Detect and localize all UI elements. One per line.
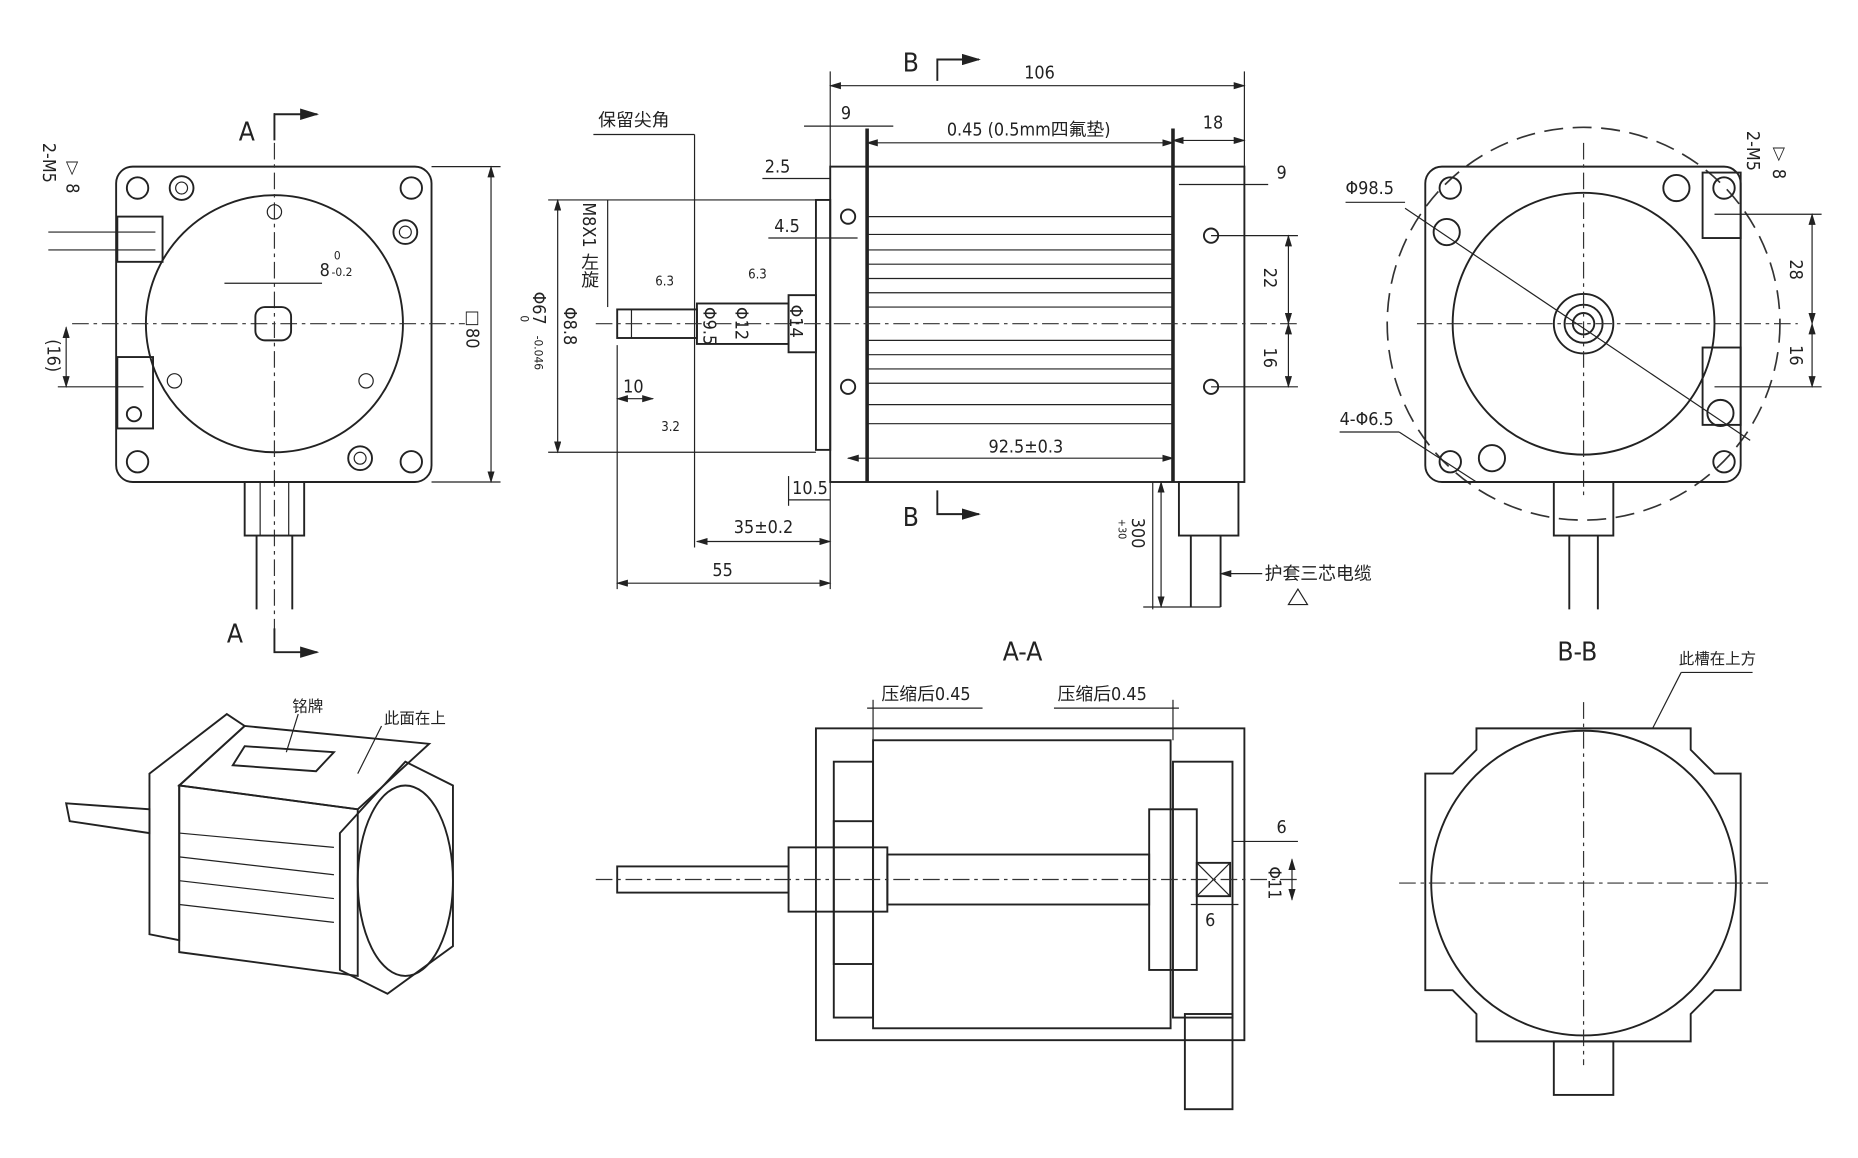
rear-depth-label: ▽ 8 bbox=[1768, 143, 1789, 179]
dim-2-5: 2.5 bbox=[765, 157, 791, 178]
dim-28: 28 bbox=[1785, 259, 1806, 279]
compress-note-2: 压缩后0.45 bbox=[1058, 684, 1147, 705]
side-view: B B 106 9 0.45 (0.5mm四氟垫) 18 2.5 4.5 9 2… bbox=[517, 48, 1372, 610]
cable-note: 护套三芯电缆 bbox=[1265, 564, 1372, 585]
this-side-up-label: 此面在上 bbox=[384, 710, 446, 728]
dia-9-5: Φ9.5 bbox=[698, 307, 719, 345]
dim-92-5: 92.5±0.3 bbox=[989, 436, 1064, 457]
square-80-label: □80 bbox=[461, 307, 482, 348]
section-b-b: B-B 此槽在上方 bbox=[1399, 638, 1769, 1096]
dim-4-5: 4.5 bbox=[774, 216, 800, 237]
pcd-label: Φ98.5 bbox=[1346, 178, 1394, 199]
dim-10-5: 10.5 bbox=[792, 478, 828, 499]
slot-width-label: 8 bbox=[320, 260, 330, 281]
section-b-top-label: B bbox=[903, 48, 919, 78]
roughness-2: 6.3 bbox=[748, 267, 767, 282]
section-a-top-label: A bbox=[239, 117, 255, 147]
dim-35: 35±0.2 bbox=[734, 517, 793, 538]
dim-18: 18 bbox=[1203, 113, 1223, 134]
rear-view: Φ98.5 4-Φ6.5 2-M5 ▽ 8 28 16 bbox=[1340, 126, 1822, 610]
slot-tol: -0.2 bbox=[332, 265, 353, 279]
hole-count-label: 4-Φ6.5 bbox=[1340, 409, 1394, 430]
slot-tol-top: 0 bbox=[334, 248, 341, 262]
pilot-dia: Φ67 bbox=[528, 292, 549, 325]
dim-16-label: (16) bbox=[43, 339, 64, 372]
cooling-fins bbox=[867, 216, 1173, 425]
roughness-3: 3.2 bbox=[661, 420, 680, 435]
dim-9-left: 9 bbox=[841, 103, 851, 124]
m5-label: 2-M5 bbox=[38, 143, 59, 183]
rear-m5-label: 2-M5 bbox=[1742, 131, 1763, 171]
dim-6-top: 6 bbox=[1277, 817, 1287, 838]
section-bb-title: B-B bbox=[1557, 638, 1597, 668]
dia-14: Φ14 bbox=[785, 305, 806, 338]
section-a-bottom-label: A bbox=[227, 620, 243, 650]
gasket-label: 0.45 (0.5mm四氟垫) bbox=[947, 120, 1111, 141]
mounting-holes bbox=[125, 175, 423, 474]
dim-10: 10 bbox=[623, 377, 643, 398]
dim-9-right: 9 bbox=[1277, 163, 1287, 184]
cable-length: 300 bbox=[1127, 518, 1148, 549]
roughness-1: 6.3 bbox=[655, 275, 674, 290]
rear-dim-16: 16 bbox=[1785, 345, 1806, 365]
front-view: A A □80 2-M5 ▽ 8 (16) 8 0 -0.2 bbox=[38, 108, 501, 658]
section-aa-title: A-A bbox=[1003, 638, 1043, 668]
dim-106: 106 bbox=[1024, 63, 1055, 84]
depth-label: ▽ 8 bbox=[62, 157, 83, 193]
dia-12: Φ12 bbox=[730, 307, 751, 340]
dia-11: Φ11 bbox=[1264, 866, 1285, 899]
section-a-a: A-A 压缩后0.45 压缩后0.45 6 6 Φ11 bbox=[595, 638, 1298, 1111]
keep-sharp-note: 保留尖角 bbox=[598, 110, 669, 131]
nameplate-label: 铭牌 bbox=[292, 698, 323, 716]
dia-8-8: Φ8.8 bbox=[559, 307, 580, 345]
pilot-tol-top: 0 bbox=[517, 315, 531, 322]
section-b-bottom-label: B bbox=[903, 503, 919, 533]
pilot-tol: -0.046 bbox=[532, 336, 546, 371]
iso-view: 铭牌 此面在上 bbox=[64, 698, 454, 995]
compress-note-1: 压缩后0.45 bbox=[881, 684, 970, 705]
cable-tol: +30 bbox=[1115, 519, 1128, 539]
dim-6-bottom: 6 bbox=[1205, 910, 1215, 931]
thread-label: M8X1 左旋 bbox=[578, 202, 599, 288]
dim-55: 55 bbox=[712, 560, 732, 581]
dim-16: 16 bbox=[1259, 348, 1280, 368]
slot-up-note: 此槽在上方 bbox=[1679, 650, 1756, 668]
dim-22: 22 bbox=[1259, 268, 1280, 288]
